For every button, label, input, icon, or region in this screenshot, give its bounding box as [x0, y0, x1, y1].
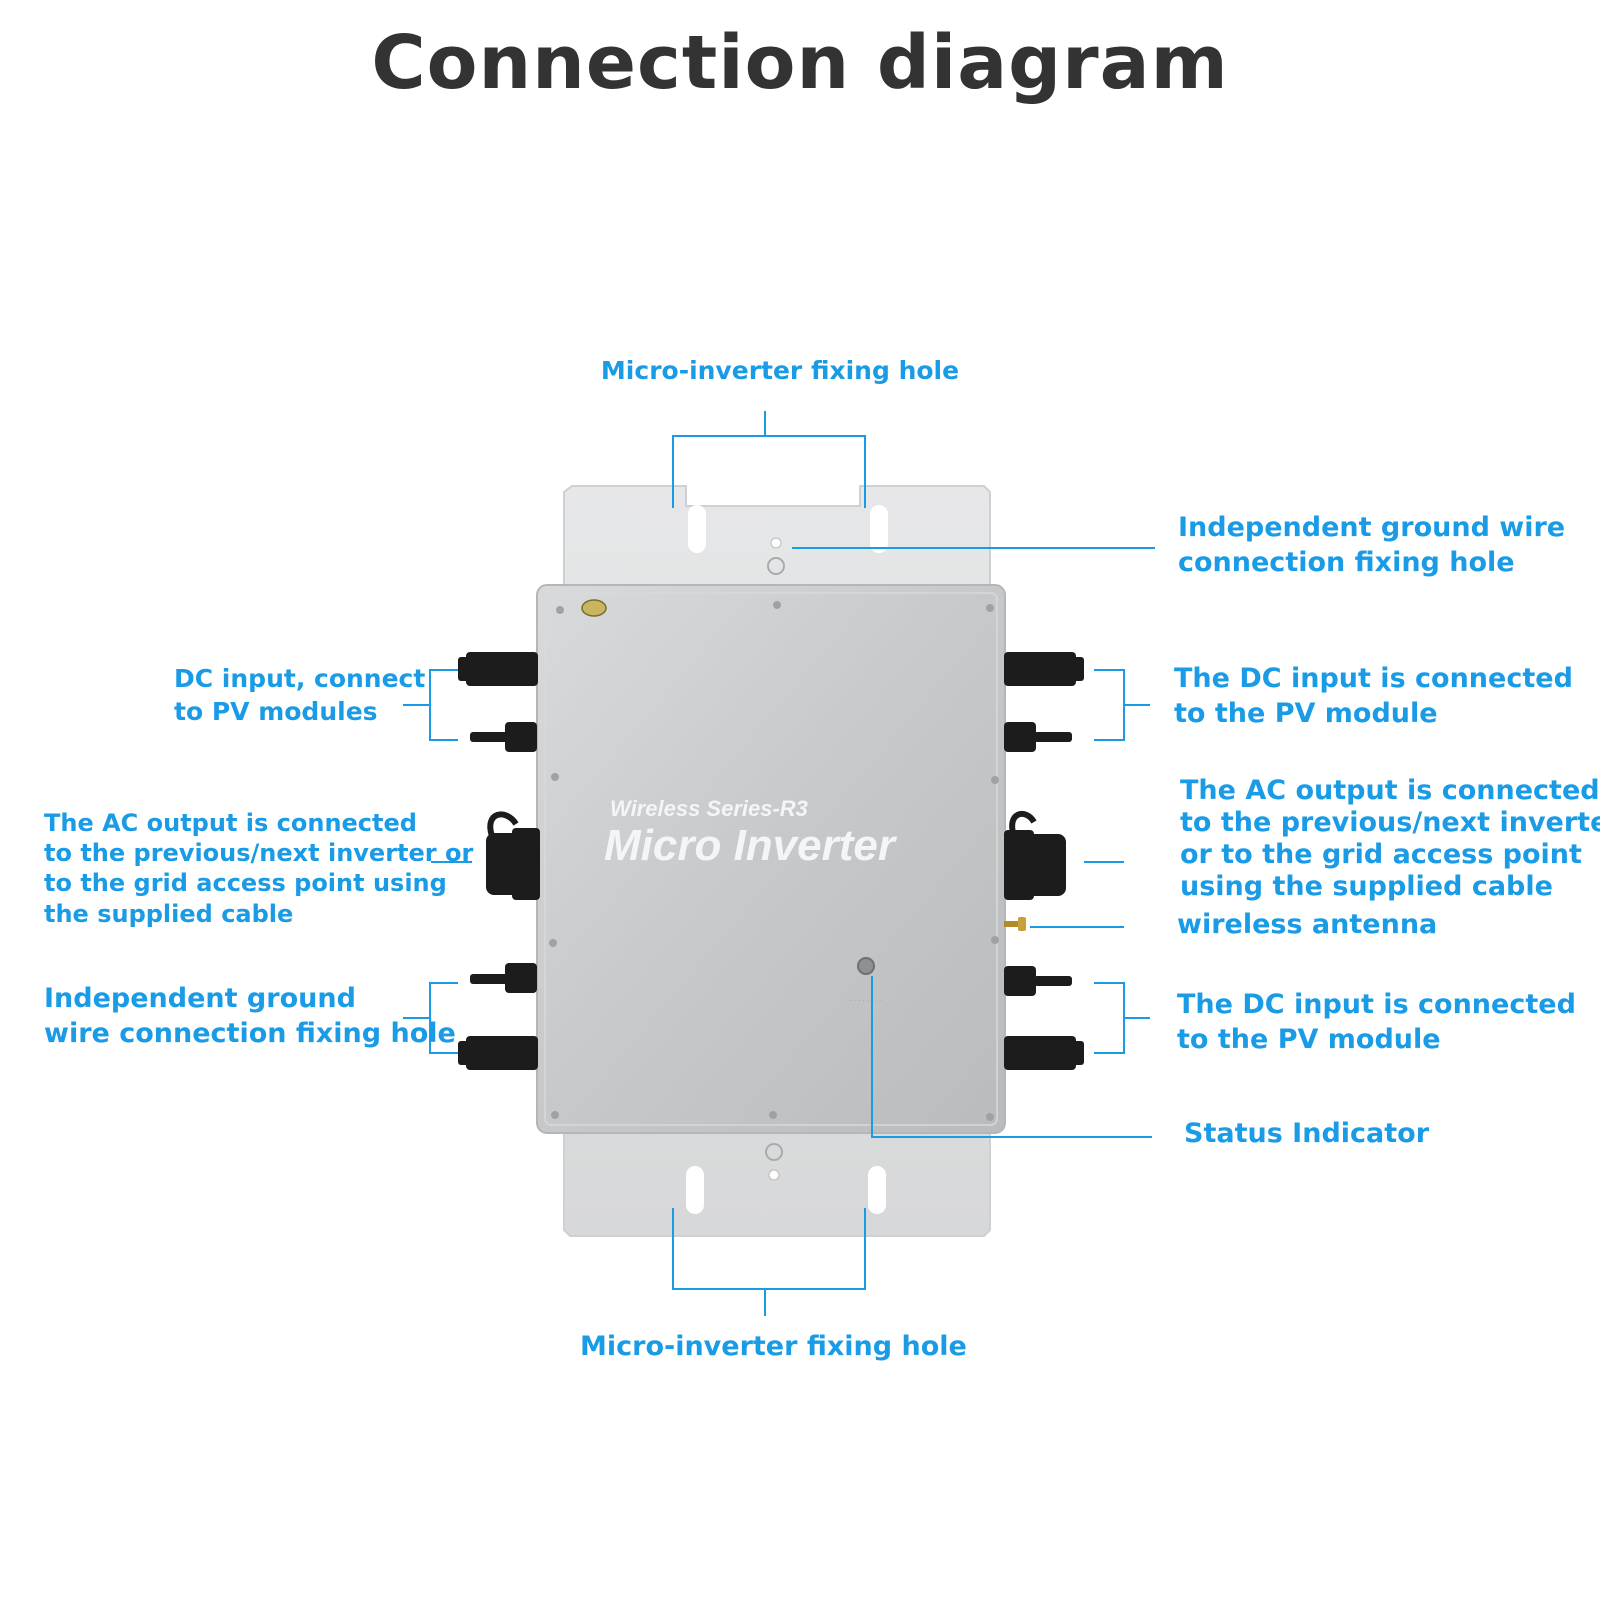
- callout-status-indicator: Status Indicator: [1184, 1118, 1430, 1149]
- dc-connector-right-1: [1004, 652, 1084, 686]
- dc-connector-left-3: [470, 963, 537, 993]
- callout-wireless-antenna: wireless antenna: [1177, 909, 1438, 940]
- dc-connector-right-4: [1004, 1036, 1084, 1070]
- fixing-slot-bottom-right: [868, 1166, 886, 1214]
- fixing-slot-bottom-left: [686, 1166, 704, 1214]
- callout-dc-input-left: DC input, connect to PV modules: [174, 664, 426, 726]
- callout-top-fixing-hole: Micro-inverter fixing hole: [600, 356, 960, 385]
- ground-hole-top: [770, 537, 782, 549]
- ground-hole-bottom: [768, 1169, 780, 1181]
- page-title: Connection diagram: [371, 20, 1229, 106]
- ground-symbol-bottom-icon: [765, 1143, 783, 1161]
- connectors-left: [458, 652, 540, 1070]
- dc-connector-left-1: [458, 652, 538, 686]
- connectors-right: [1004, 652, 1084, 1070]
- dc-connector-left-2: [470, 722, 537, 752]
- series-text: Wireless Series-R3: [610, 796, 808, 821]
- brand-badge-icon: [581, 599, 607, 617]
- callout-bottom-fixing-hole: Micro-inverter fixing hole: [580, 1331, 967, 1362]
- fixing-slot-top-left: [688, 505, 706, 553]
- ground-symbol-icon: [767, 557, 785, 575]
- inverter-body: · · · · · · · · Wireless Series-R3 Micro…: [536, 584, 1006, 1134]
- dc-connector-left-4: [458, 1036, 538, 1070]
- callout-ground-wire-left: Independent ground wire connection fixin…: [44, 983, 456, 1049]
- callout-dc-input-right-top: The DC input is connected to the PV modu…: [1174, 663, 1573, 729]
- callout-ac-output-left: The AC output is connected to the previo…: [44, 809, 474, 928]
- ac-connector-right: [1004, 811, 1066, 900]
- wireless-antenna-icon: [1004, 917, 1026, 931]
- leader-lines: [403, 411, 1155, 1316]
- status-led-caption: · · · · · · · ·: [849, 997, 882, 1005]
- model-text: Micro Inverter: [604, 821, 898, 870]
- body-screws: [549, 601, 999, 1121]
- callout-ground-wire-right: Independent ground wire connection fixin…: [1178, 512, 1566, 578]
- callout-dc-input-right-bottom: The DC input is connected to the PV modu…: [1177, 989, 1576, 1055]
- dc-connector-right-2: [1004, 722, 1072, 752]
- dc-connector-right-3: [1004, 966, 1072, 996]
- status-indicator-led: [857, 957, 875, 975]
- callout-ac-output-right: The AC output is connected to the previo…: [1180, 775, 1600, 902]
- fixing-slot-top-right: [870, 505, 888, 553]
- ac-connector-left: [486, 811, 540, 900]
